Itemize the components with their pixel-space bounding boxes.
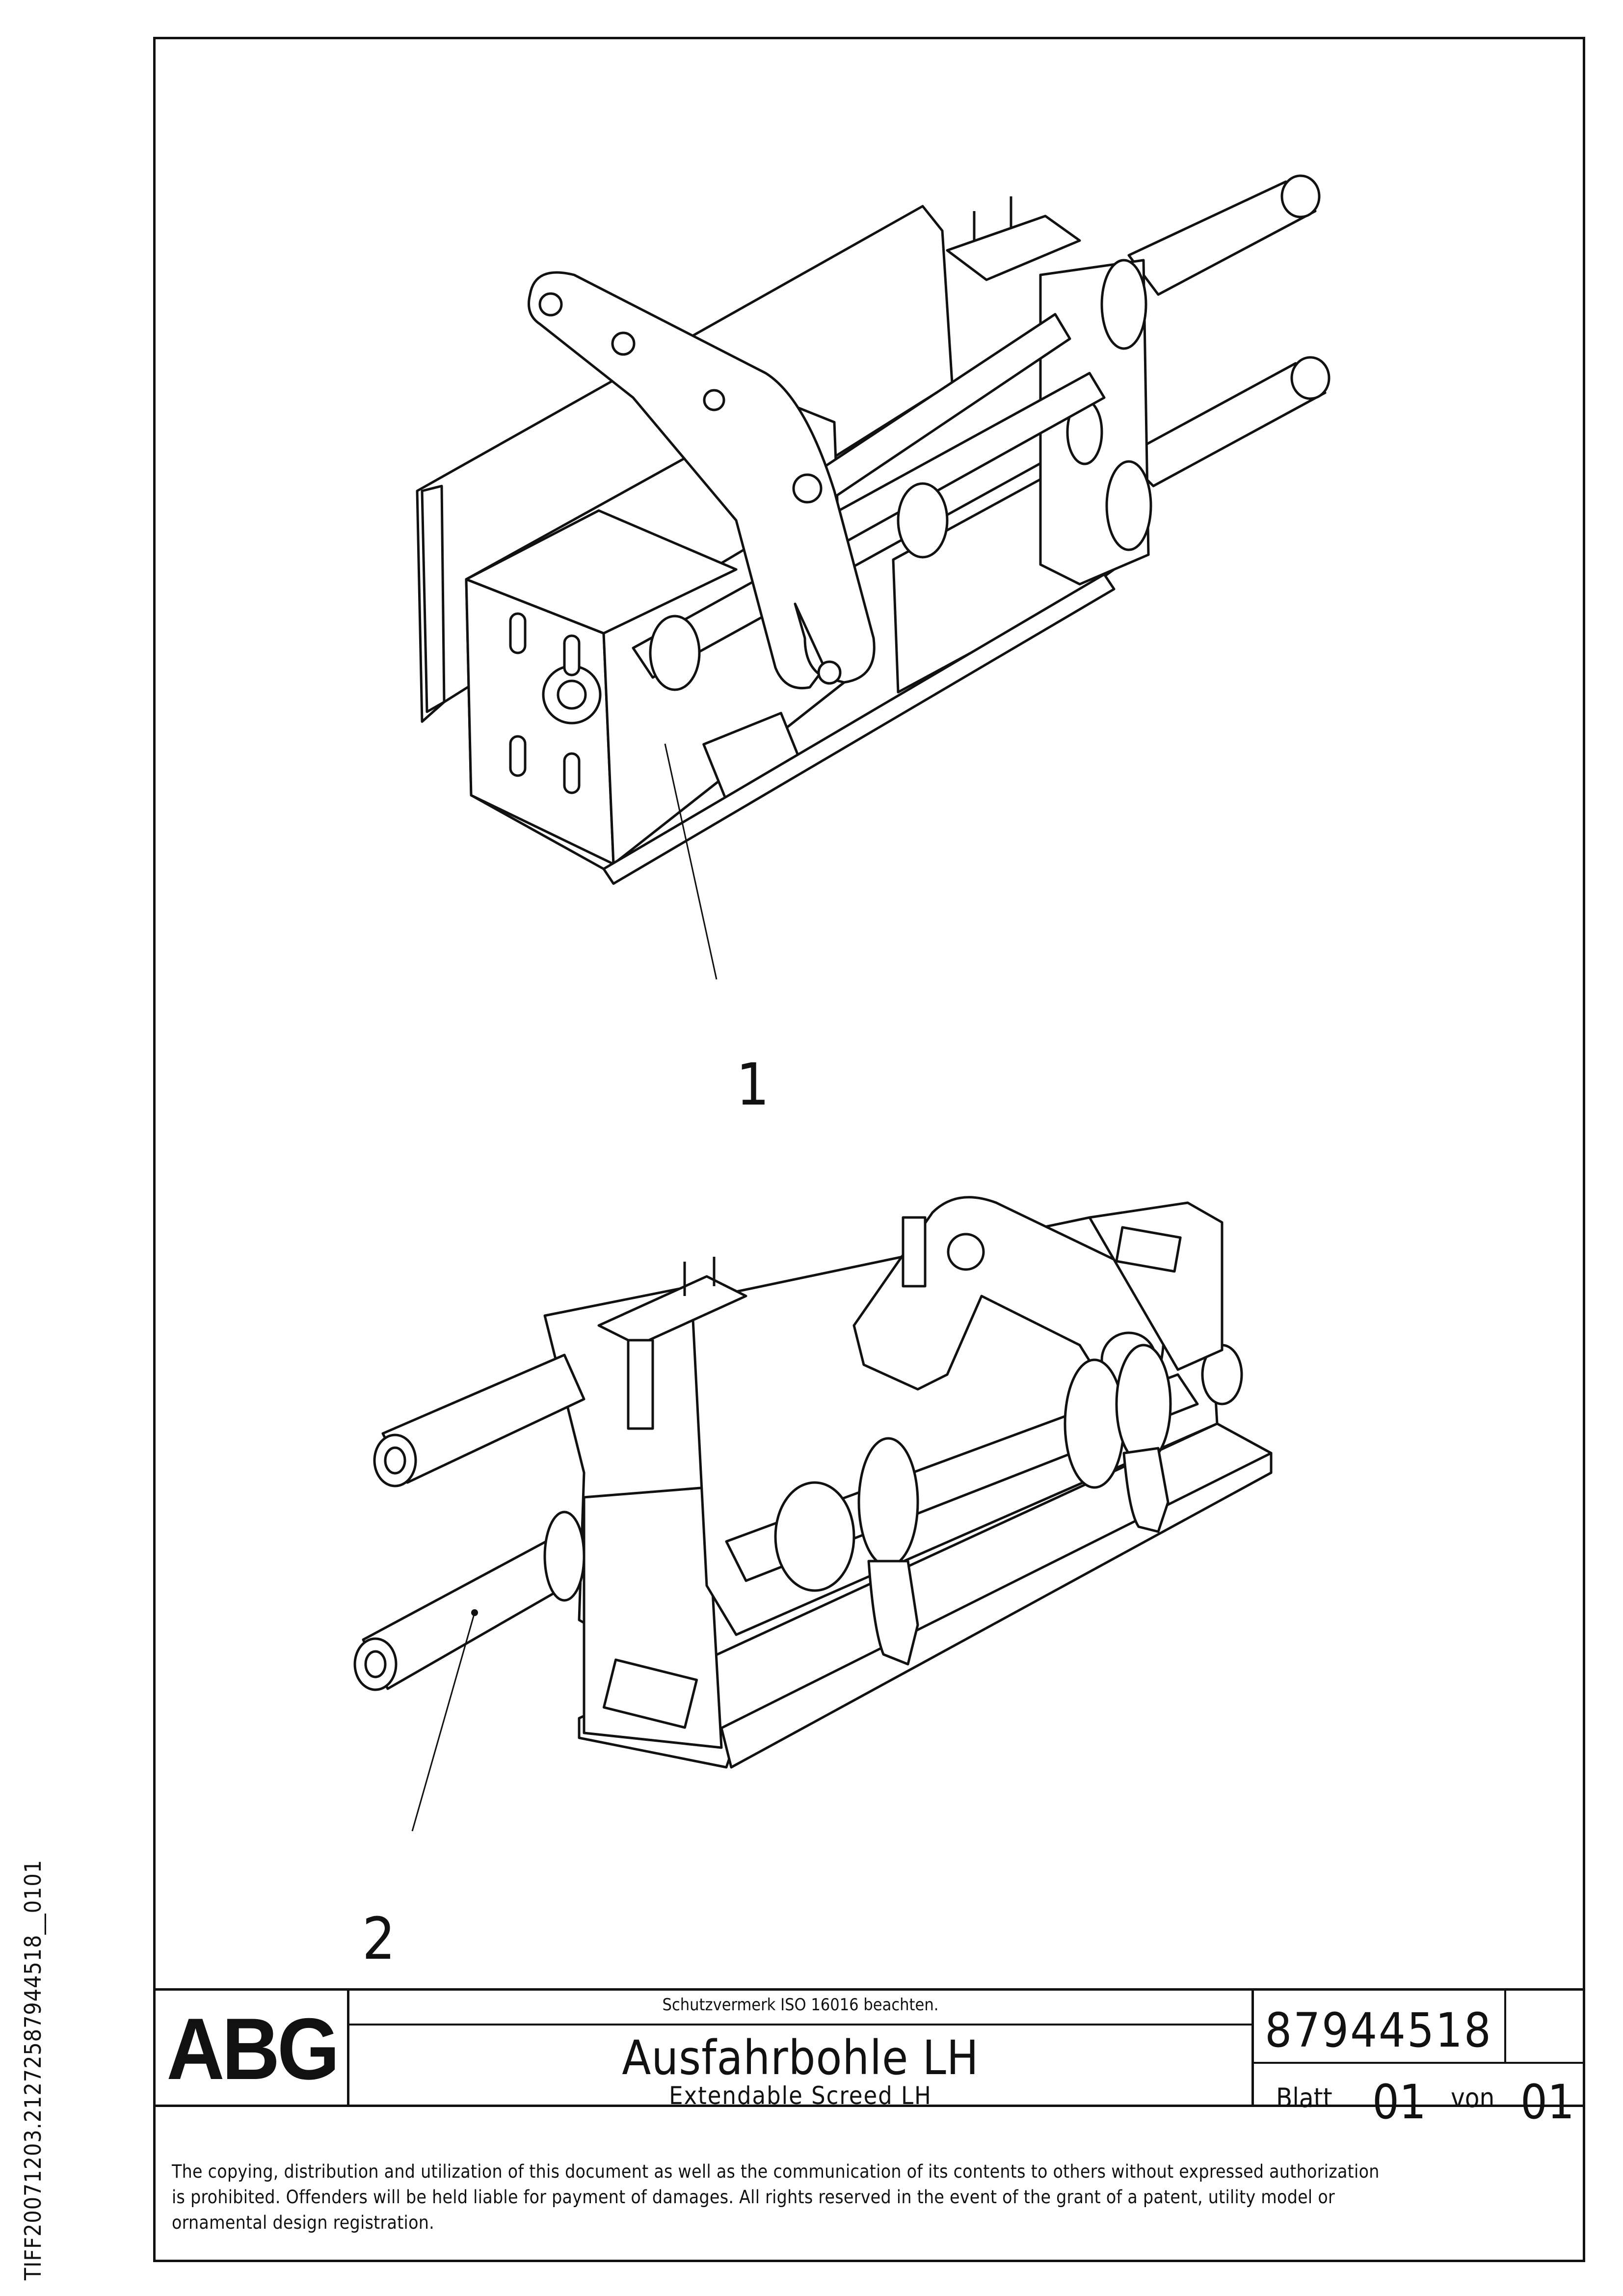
assembly-2-illustration	[353, 1196, 1273, 1769]
number-cell-divider	[1251, 2062, 1585, 2064]
legal-line: ornamental design registration.	[172, 2212, 435, 2233]
number-cell-end	[1504, 1988, 1506, 2063]
leader-line-2	[411, 1612, 476, 1832]
file-reference: TIFF20071203.21272587944518__0101	[20, 1859, 46, 2280]
of-value: 01	[1520, 2075, 1574, 2130]
leader-line-1	[664, 743, 718, 980]
abg-logo: ABG	[166, 1999, 340, 2098]
sheet-label: Blatt	[1276, 2082, 1332, 2113]
of-label: von	[1451, 2082, 1495, 2113]
part-number: 87944518	[1265, 2003, 1492, 2058]
assembly-1-illustration	[416, 174, 1330, 885]
number-divider	[1251, 1988, 1254, 2107]
callout-2: 2	[362, 1905, 396, 1972]
legal-notice: The copying, distribution and utilizatio…	[172, 2159, 1575, 2236]
legal-line: The copying, distribution and utilizatio…	[172, 2161, 1380, 2182]
logo-divider	[347, 1988, 349, 2107]
protection-notice: Schutzvermerk ISO 16016 beachten.	[662, 1995, 939, 2015]
callout-1: 1	[736, 1051, 770, 1118]
title-german: Ausfahrbohle LH	[622, 2030, 979, 2085]
legal-line: is prohibited. Offenders will be held li…	[172, 2187, 1335, 2208]
sheet-value: 01	[1372, 2075, 1426, 2130]
title-block	[153, 1988, 1585, 2107]
drawing-frame	[153, 37, 1585, 2262]
notice-underline	[347, 2024, 1253, 2026]
title-english: Extendable Screed LH	[669, 2081, 932, 2110]
technical-drawing	[353, 174, 1330, 1832]
